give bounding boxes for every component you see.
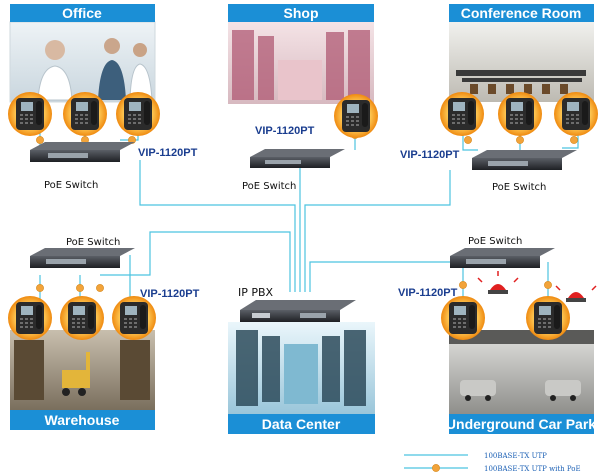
carpark-switch-label: PoE Switch — [468, 236, 522, 247]
ip-pbx-icon — [240, 300, 356, 322]
poe-switch-icon — [472, 150, 577, 158]
legend-utp-label: 100BASE-TX UTP — [484, 452, 547, 460]
alarm-lights — [477, 271, 597, 302]
legend-poe-badge — [432, 464, 440, 472]
office-switch: PoE Switch — [30, 142, 135, 191]
poe-switch-icon — [450, 248, 555, 256]
site-office: Office — [9, 4, 156, 103]
site-datacenter: Data Center — [228, 322, 375, 434]
warehouse-phones — [8, 296, 156, 340]
ip-phone-icon — [526, 296, 570, 340]
poe-switch-icon — [30, 142, 135, 150]
ip-phone-icon — [440, 92, 484, 136]
warehouse-switch: PoE Switch — [30, 237, 135, 268]
conference-title: Conference Room — [461, 5, 582, 21]
ip-phone-icon — [8, 92, 52, 136]
poe-switch-icon — [30, 248, 135, 256]
carpark-switch: PoE Switch — [450, 236, 555, 268]
conference-switch-label: PoE Switch — [492, 182, 546, 193]
alarm-light-icon — [555, 285, 597, 302]
warehouse-title: Warehouse — [45, 412, 120, 428]
site-conference: Conference Room — [449, 4, 594, 102]
legend: 100BASE-TX UTP 100BASE-TX UTP with PoE — [404, 452, 581, 473]
legend-poe-label: 100BASE-TX UTP with PoE — [484, 465, 581, 473]
ip-phone-icon — [498, 92, 542, 136]
shop-switch: PoE Switch — [242, 149, 345, 192]
site-carpark: Underground Car Park — [446, 330, 596, 434]
conference-phones — [440, 92, 598, 136]
conference-phone-model: VIP-1120PT — [400, 149, 460, 161]
shop-switch-label: PoE Switch — [242, 181, 296, 192]
poe-switch-icon — [250, 149, 345, 157]
ip-phone-icon — [334, 94, 378, 138]
warehouse-phone-model: VIP-1120PT — [140, 288, 200, 300]
ip-phone-icon — [116, 92, 160, 136]
carpark-title: Underground Car Park — [446, 416, 596, 432]
ip-phone-icon — [554, 92, 598, 136]
datacenter-title: Data Center — [262, 416, 341, 432]
site-warehouse: Warehouse — [10, 330, 155, 430]
ip-phone-icon — [441, 296, 485, 340]
office-phones — [8, 92, 160, 136]
conference-switch: PoE Switch — [472, 150, 577, 193]
alarm-light-icon — [477, 271, 519, 294]
office-phone-model: VIP-1120PT — [138, 147, 198, 159]
pbx-label: IP PBX — [238, 286, 274, 299]
ip-phone-icon — [60, 296, 104, 340]
ip-phone-icon — [63, 92, 107, 136]
site-shop: Shop — [228, 4, 374, 104]
ip-phone-icon — [112, 296, 156, 340]
carpark-phone-model: VIP-1120PT — [398, 287, 458, 299]
warehouse-switch-label: PoE Switch — [66, 237, 120, 248]
office-switch-label: PoE Switch — [44, 180, 98, 191]
ip-phone-icon — [8, 296, 52, 340]
shop-title: Shop — [284, 5, 319, 21]
office-title: Office — [62, 5, 102, 21]
shop-phone-model: VIP-1120PT — [255, 125, 315, 137]
